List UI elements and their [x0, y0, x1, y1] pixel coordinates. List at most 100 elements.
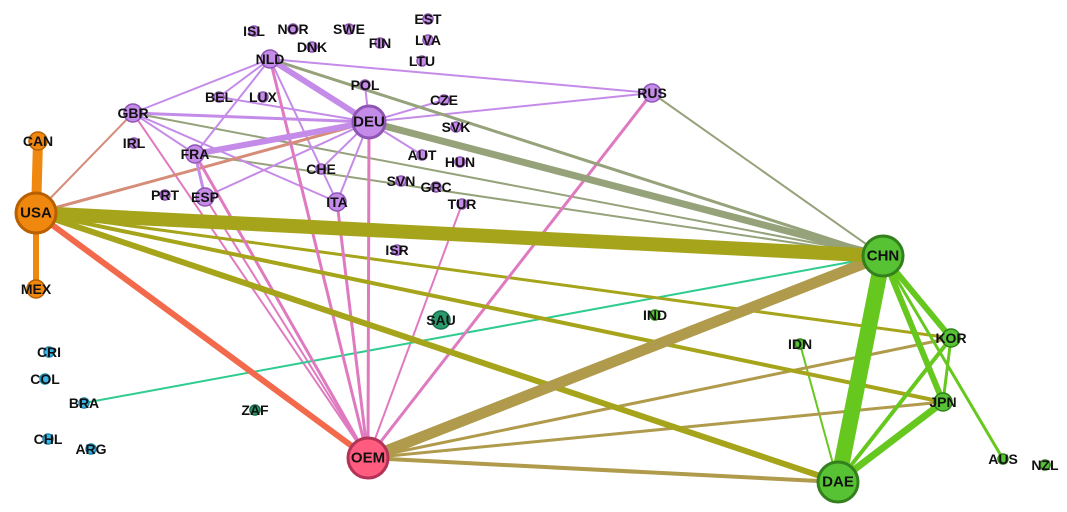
node-sau [431, 310, 451, 330]
node-svn [395, 175, 407, 187]
node-label-fin: FIN [369, 35, 392, 51]
node-label-svk: SVK [442, 119, 471, 135]
node-fin [374, 37, 386, 49]
node-label-deu: DEU [353, 114, 385, 131]
node-label-chn: CHN [867, 248, 900, 265]
node-isr [391, 244, 403, 256]
edge-chn-deu [365, 118, 887, 260]
node-label-lux: LUX [249, 89, 278, 105]
node-label-cze: CZE [430, 92, 458, 108]
node-label-nzl: NZL [1031, 457, 1059, 473]
node-label-nld: NLD [256, 51, 285, 67]
edge-usa-dae [33, 210, 841, 485]
edge-gbr-fra [132, 112, 196, 155]
node-label-isl: ISL [243, 23, 265, 39]
edge-nld-fra [194, 58, 271, 155]
node-hun [454, 156, 466, 168]
edge-nld-gbr [132, 58, 271, 114]
edge-usa-chn [29, 206, 890, 263]
node-label-irl: IRL [123, 135, 146, 151]
edge-chn-fra [194, 153, 884, 257]
node-label-aut: AUT [408, 147, 437, 163]
edge-oem-deu [366, 120, 371, 460]
edge-dae-kor [836, 336, 953, 484]
node-dae [816, 460, 860, 504]
node-est [422, 13, 434, 25]
edge-usa-gbr [35, 112, 134, 214]
edge-nld-ita [269, 58, 338, 203]
node-label-usa: USA [20, 205, 52, 222]
node-ltu [416, 55, 428, 67]
node-label-jpn: JPN [929, 394, 956, 410]
node-label-fra: FRA [181, 146, 210, 162]
node-nzl [1039, 459, 1051, 471]
node-label-zaf: ZAF [241, 402, 269, 418]
node-cze [438, 94, 450, 106]
edge-chn-dae [830, 248, 891, 490]
node-label-aus: AUS [988, 451, 1018, 467]
node-isl [248, 25, 260, 37]
node-lva [422, 34, 434, 46]
node-idn [794, 338, 806, 350]
node-label-idn: IDN [788, 336, 812, 352]
node-can [28, 131, 48, 151]
node-prt [159, 189, 171, 201]
node-label-che: CHE [306, 161, 336, 177]
node-ind [649, 309, 661, 321]
node-ita [327, 192, 347, 212]
edge-deu-fra [192, 119, 372, 157]
edge-chn-aus [881, 254, 1005, 461]
node-lux [257, 91, 269, 103]
node-label-dnk: DNK [297, 39, 327, 55]
edge-oem-dae [366, 456, 840, 484]
node-label-col: COL [30, 371, 60, 387]
node-label-svn: SVN [387, 173, 416, 189]
edge-nld-rus [269, 58, 653, 94]
node-label-lva: LVA [415, 32, 441, 48]
edge-deu-nld [267, 56, 372, 125]
node-tur [456, 198, 468, 210]
node-label-nor: NOR [277, 21, 308, 37]
node-deu [351, 104, 387, 140]
node-label-bel: BEL [205, 89, 233, 105]
node-rus [642, 83, 662, 103]
node-label-gbr: GBR [117, 105, 148, 121]
node-grc [430, 181, 442, 193]
edge-chn-jpn [880, 253, 946, 405]
node-label-dae: DAE [822, 474, 854, 491]
edge-usa-jpn [34, 211, 945, 404]
node-fra [185, 144, 205, 164]
edge-kor-jpn [941, 336, 953, 404]
node-label-isr: ISR [385, 242, 408, 258]
edge-nld-bel [218, 58, 271, 98]
edge-chn-gbr [132, 112, 884, 257]
node-irl [128, 137, 140, 149]
node-label-bra: BRA [69, 395, 99, 411]
node-che [315, 163, 327, 175]
node-label-ita: ITA [326, 194, 348, 210]
edge-oem-kor [366, 336, 953, 460]
node-label-swe: SWE [333, 21, 365, 37]
node-label-sau: SAU [426, 312, 456, 328]
node-label-cri: CRI [37, 344, 61, 360]
edge-usa-oem [33, 210, 371, 461]
node-dnk [306, 41, 318, 53]
edge-deu-rus [368, 92, 653, 123]
node-bel [213, 91, 225, 103]
node-nor [287, 23, 299, 35]
node-nld [260, 49, 280, 69]
node-aut [416, 149, 428, 161]
node-chn [861, 234, 905, 278]
node-label-kor: KOR [935, 330, 966, 346]
node-kor [941, 328, 961, 348]
node-gbr [123, 103, 143, 123]
edge-oem-nld [268, 57, 370, 460]
node-aus [997, 453, 1009, 465]
node-label-mex: MEX [21, 281, 52, 297]
node-label-ltu: LTU [409, 53, 435, 69]
node-bra [78, 397, 90, 409]
node-cri [43, 346, 55, 358]
